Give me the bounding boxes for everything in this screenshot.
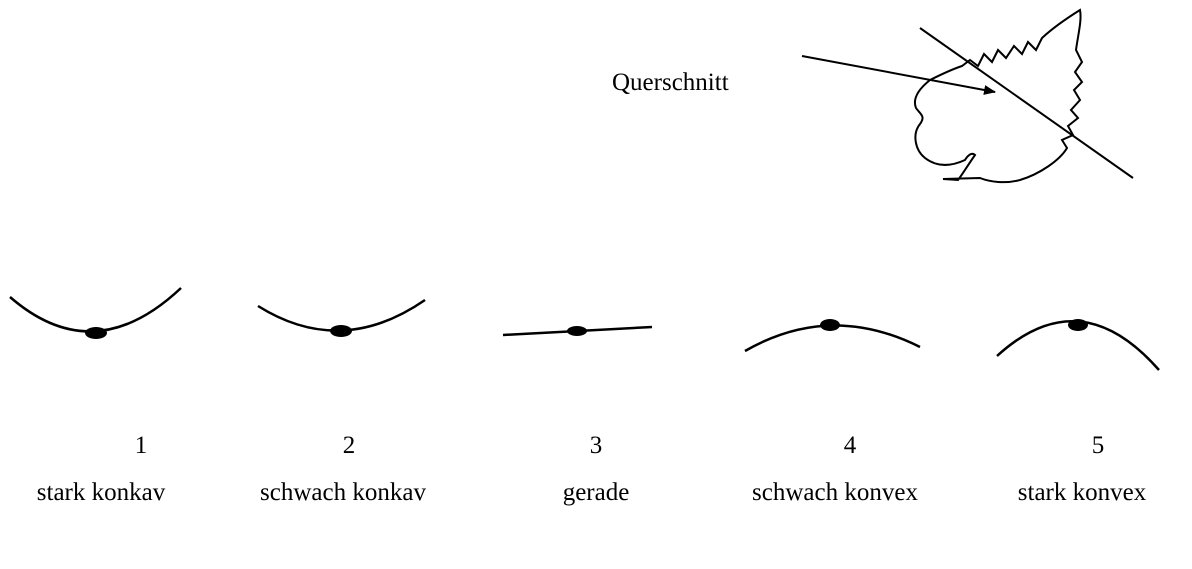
shape-1-strongly-concave [9, 287, 182, 339]
shape-number-5: 5 [1091, 432, 1105, 459]
shape-number-2: 2 [342, 432, 356, 459]
shape-number-3: 3 [589, 432, 603, 459]
shape-label-4: schwach konvex [752, 479, 918, 506]
leaf-outline [914, 8, 1084, 184]
shape-number-4: 4 [843, 432, 857, 459]
cross-section-arrow [801, 55, 996, 95]
cross-section-line [919, 27, 1134, 179]
leaf-illustration [801, 8, 1134, 184]
shape-3-straight [502, 325, 653, 337]
shape-2-weakly-concave [257, 298, 426, 337]
shape-5-strongly-convex [996, 319, 1160, 371]
shape-label-3: gerade [562, 479, 630, 506]
shape-label-1: stark konkav [36, 479, 166, 506]
shape-4-weakly-convex [744, 319, 921, 353]
shape-label-5: stark konvex [1017, 479, 1147, 506]
shape-number-1: 1 [134, 432, 148, 459]
shape-label-2: schwach konkav [260, 479, 426, 506]
cross-section-label: Querschnitt [612, 69, 729, 96]
